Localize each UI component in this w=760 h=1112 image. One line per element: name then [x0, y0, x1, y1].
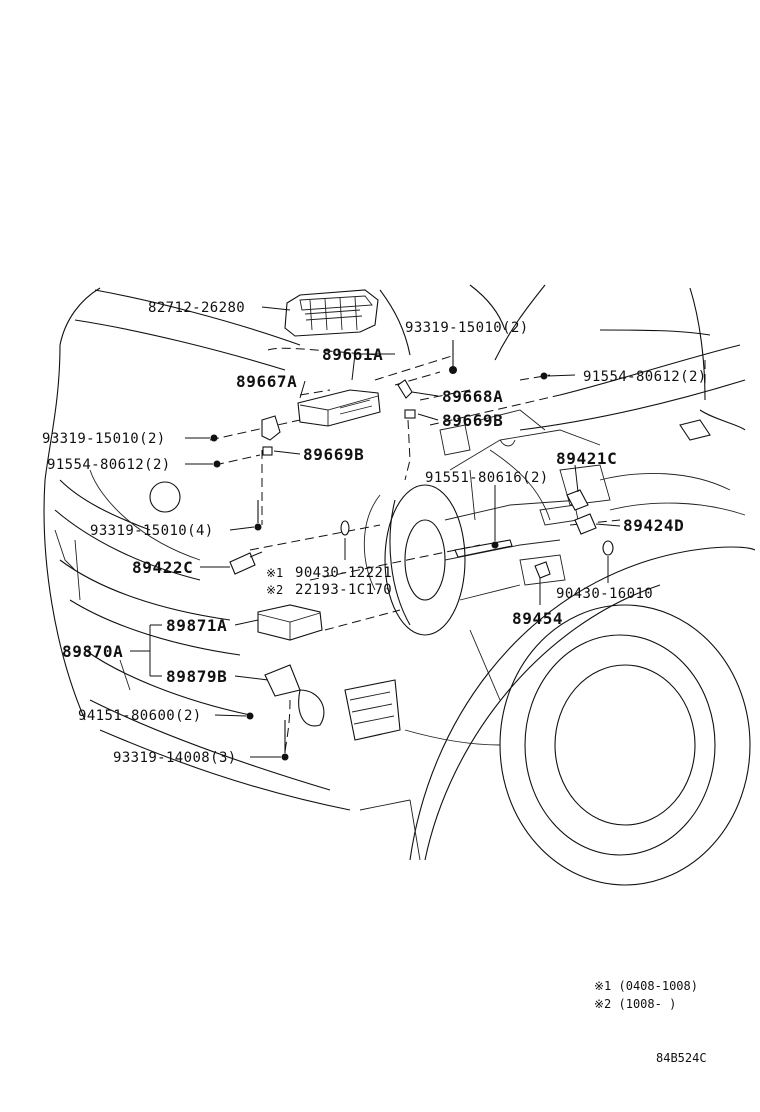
- components: [210, 289, 614, 761]
- sensor-89421C: [566, 489, 589, 511]
- sensor-89424D: [574, 513, 597, 535]
- gasket-90430-12221: [340, 520, 350, 536]
- callout-mark-1: ※1: [266, 566, 283, 580]
- relay-block-82712: [284, 289, 379, 337]
- callout-89669B-left: 89669B: [303, 445, 364, 464]
- callout-90430-12221: 90430-12221: [295, 565, 392, 581]
- legend-note-1: ※1 (0408-1008): [594, 979, 698, 993]
- callout-91551-80616: 91551-80616(2): [425, 470, 549, 486]
- callout-91554-80612-right: 91554-80612(2): [583, 369, 707, 385]
- bracket-89667A: [261, 415, 281, 441]
- vehicle-body-outline: [43, 284, 756, 886]
- callout-89421C: 89421C: [556, 449, 617, 468]
- callout-89871A: 89871A: [166, 616, 227, 635]
- callout-89454: 89454: [512, 609, 563, 628]
- callout-93319-14008: 93319-14008(3): [113, 750, 237, 766]
- callout-90430-16010: 90430-16010: [556, 586, 653, 602]
- clip-89669B-right: [404, 409, 416, 419]
- callout-89870A: 89870A: [62, 642, 123, 661]
- clip-89669B-left: [262, 446, 273, 456]
- callout-89661A: 89661A: [322, 345, 383, 364]
- callout-93319-15010-left: 93319-15010(2): [42, 431, 166, 447]
- bracket-89668A: [397, 379, 413, 399]
- callout-89879B: 89879B: [166, 667, 227, 686]
- washer-90430-16010: [602, 540, 614, 556]
- callout-82712-26280: 82712-26280: [148, 300, 245, 316]
- legend: ※1 (0408-1008) ※2 (1008- ): [594, 979, 698, 1011]
- callout-91554-80612-left: 91554-80612(2): [47, 457, 171, 473]
- figure-code: 84B524C: [656, 1051, 707, 1065]
- callout-93319-15010-4: 93319-15010(4): [90, 523, 214, 539]
- callout-mark-2: ※2: [266, 583, 283, 597]
- callout-89669B-right: 89669B: [442, 411, 503, 430]
- ecu-89661A: [297, 389, 381, 427]
- module-89871A: [257, 604, 323, 641]
- leader-lines: [130, 306, 621, 758]
- callout-89424D: 89424D: [623, 516, 684, 535]
- callout-22193-1C170: 22193-1C170: [295, 582, 392, 598]
- callout-89667A: 89667A: [236, 372, 297, 391]
- bolt-icon-group: [210, 340, 548, 761]
- callout-89668A: 89668A: [442, 387, 503, 406]
- legend-note-2: ※2 (1008- ): [594, 997, 676, 1011]
- bracket-89879B: [264, 664, 301, 697]
- callout-89422C: 89422C: [132, 558, 193, 577]
- callout-93319-15010-top: 93319-15010(2): [405, 320, 529, 336]
- callout-94151-80600: 94151-80600(2): [78, 708, 202, 724]
- sensor-89454: [534, 561, 551, 579]
- callout-labels: 82712-26280 93319-15010(2) 89661A 91554-…: [42, 300, 707, 766]
- sensor-89422C: [229, 551, 263, 575]
